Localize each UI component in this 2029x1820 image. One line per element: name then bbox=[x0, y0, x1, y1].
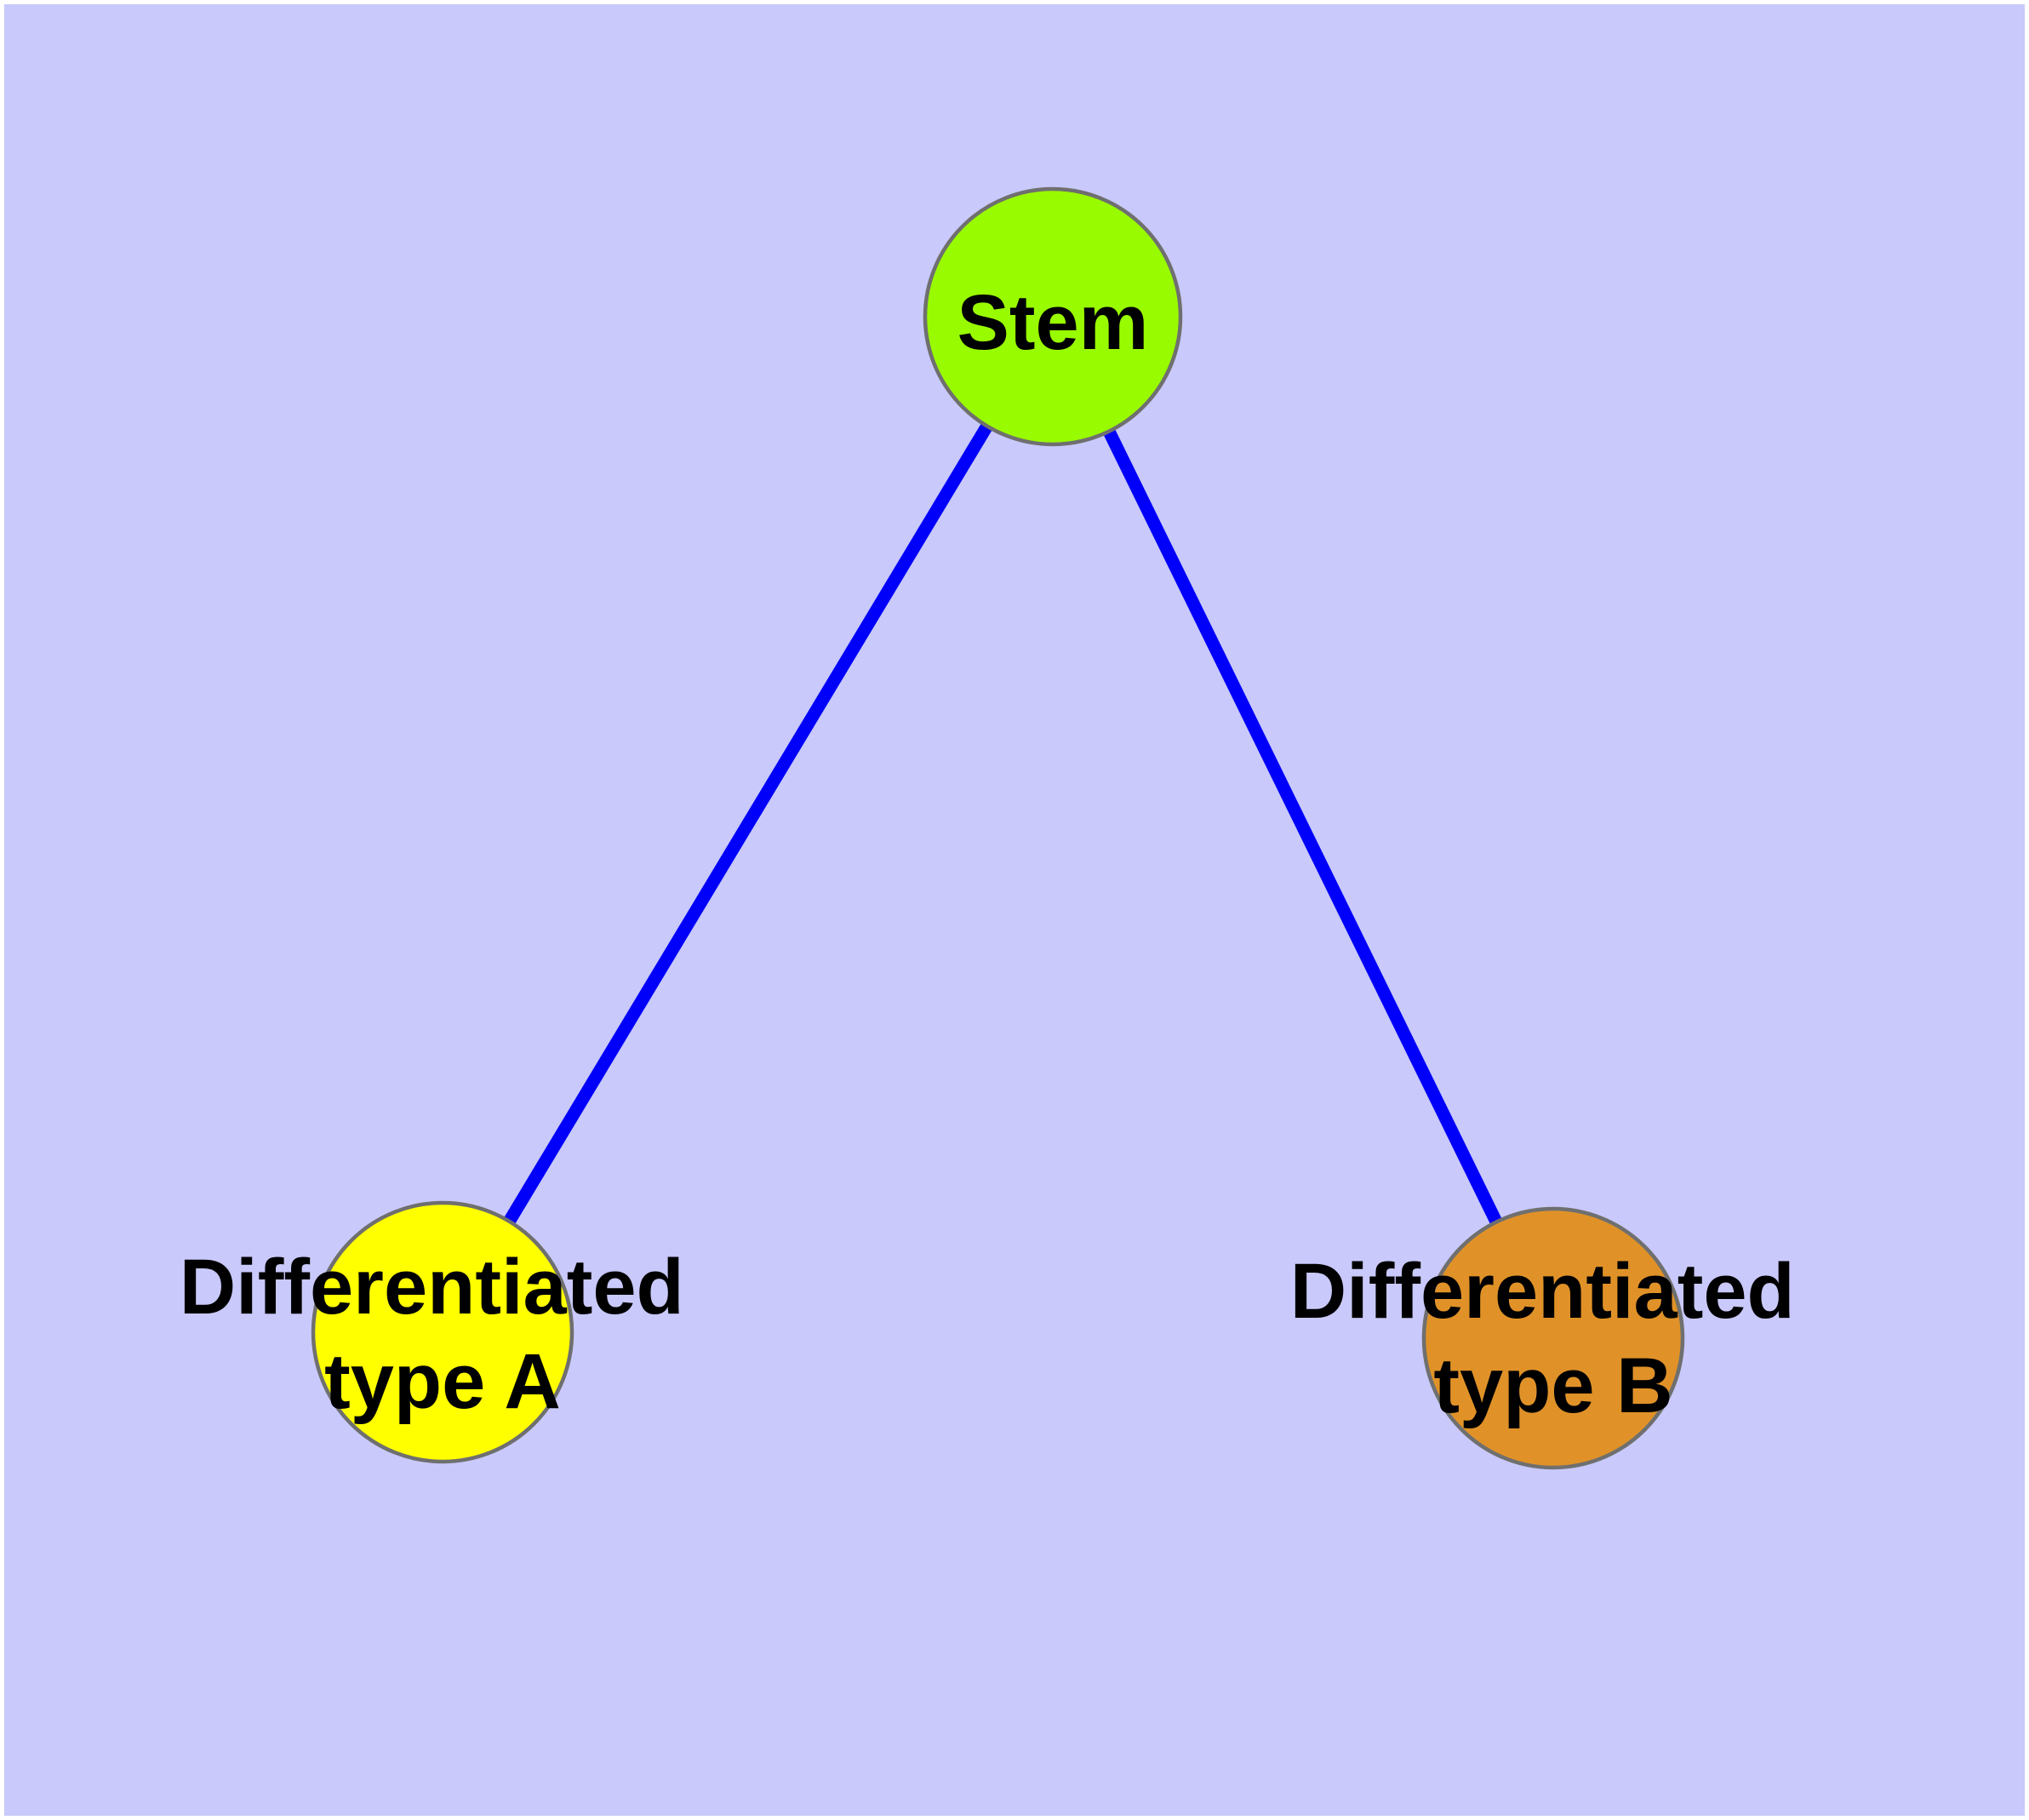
node-stem bbox=[923, 186, 1183, 447]
node-label-differentiated-type-a: Differentiated type A bbox=[180, 1244, 706, 1425]
node-label-type-b-line-2: type B bbox=[1433, 1342, 1672, 1429]
node-label-differentiated-type-b: Differentiated type B bbox=[1290, 1248, 1817, 1429]
edge-stem-to-type-b bbox=[1047, 313, 1559, 1342]
node-label-stem: Stem bbox=[957, 279, 1149, 366]
node-differentiated-type-a bbox=[311, 1200, 574, 1464]
node-label-type-a-line-2: type A bbox=[324, 1338, 561, 1425]
edge-stem-to-type-a bbox=[437, 313, 1059, 1336]
node-label-type-a-line-1: Differentiated bbox=[180, 1244, 684, 1331]
node-label-stem-line-1: Stem bbox=[957, 279, 1149, 366]
node-differentiated-type-b bbox=[1421, 1206, 1685, 1470]
node-label-type-b-line-1: Differentiated bbox=[1290, 1248, 1795, 1335]
